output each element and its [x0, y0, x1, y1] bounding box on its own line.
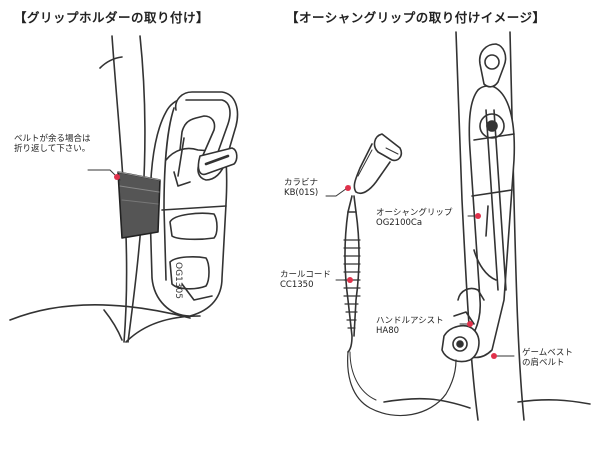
note-callout-dot [114, 174, 120, 180]
vest-strap-right [383, 31, 591, 421]
carabiner-callout-dot [345, 185, 351, 191]
vest-callout-dot [491, 353, 497, 359]
vest-label-line-2: の肩ベルト [522, 358, 565, 369]
ocean-grip-label: オーシャングリップ OG2100Ca [376, 208, 452, 228]
belt-note-line-1: ベルトが余る場合は [14, 134, 91, 144]
curl-cord-name: カールコード [280, 270, 331, 280]
carabiner-name: カラビナ [284, 178, 319, 188]
belt-note-label: ベルトが余る場合は 折り返して下さい。 [14, 134, 91, 154]
ocean-grip-callout-dot [475, 213, 481, 219]
right-panel-title: 【オーシャングリップの取り付けイメージ】 [286, 10, 546, 25]
curl-cord-code: CC1350 [280, 280, 314, 291]
ocean-grip-code: OG2100Ca [376, 218, 423, 229]
belt-note-line-2: 折り返して下さい。 [14, 144, 91, 155]
carabiner-label: カラビナ KB(01S) [284, 178, 318, 198]
handle-assist-code: HA80 [376, 326, 400, 337]
ocean-grip-name: オーシャングリップ [376, 208, 453, 218]
handle-assist [441, 311, 480, 363]
carabiner [353, 133, 403, 195]
strap-bottom-curve-left [125, 315, 201, 343]
handle-assist-name: ハンドルアシスト [376, 316, 444, 326]
curl-cord-label: カールコード CC1350 [280, 270, 331, 290]
carabiner-code: KB(01S) [284, 188, 319, 199]
handle-assist-label: ハンドルアシスト HA80 [376, 316, 444, 336]
curl-cord [343, 195, 457, 417]
vest-strap-label: ゲームベスト の肩ベルト [522, 348, 573, 368]
grip-holder-lower-slot [169, 212, 218, 301]
ocean-grip-body [457, 43, 516, 359]
curl-cord-callout-dot [347, 277, 353, 283]
grip-holder-badge [197, 147, 238, 176]
vest-label-line-1: ゲームベスト [522, 348, 573, 358]
belt-loop [117, 171, 161, 239]
left-panel-title: 【グリップホルダーの取り付け】 [14, 10, 210, 25]
holder-model-mark: OG1305 [173, 262, 183, 299]
handle-assist-callout-dot [467, 321, 473, 327]
